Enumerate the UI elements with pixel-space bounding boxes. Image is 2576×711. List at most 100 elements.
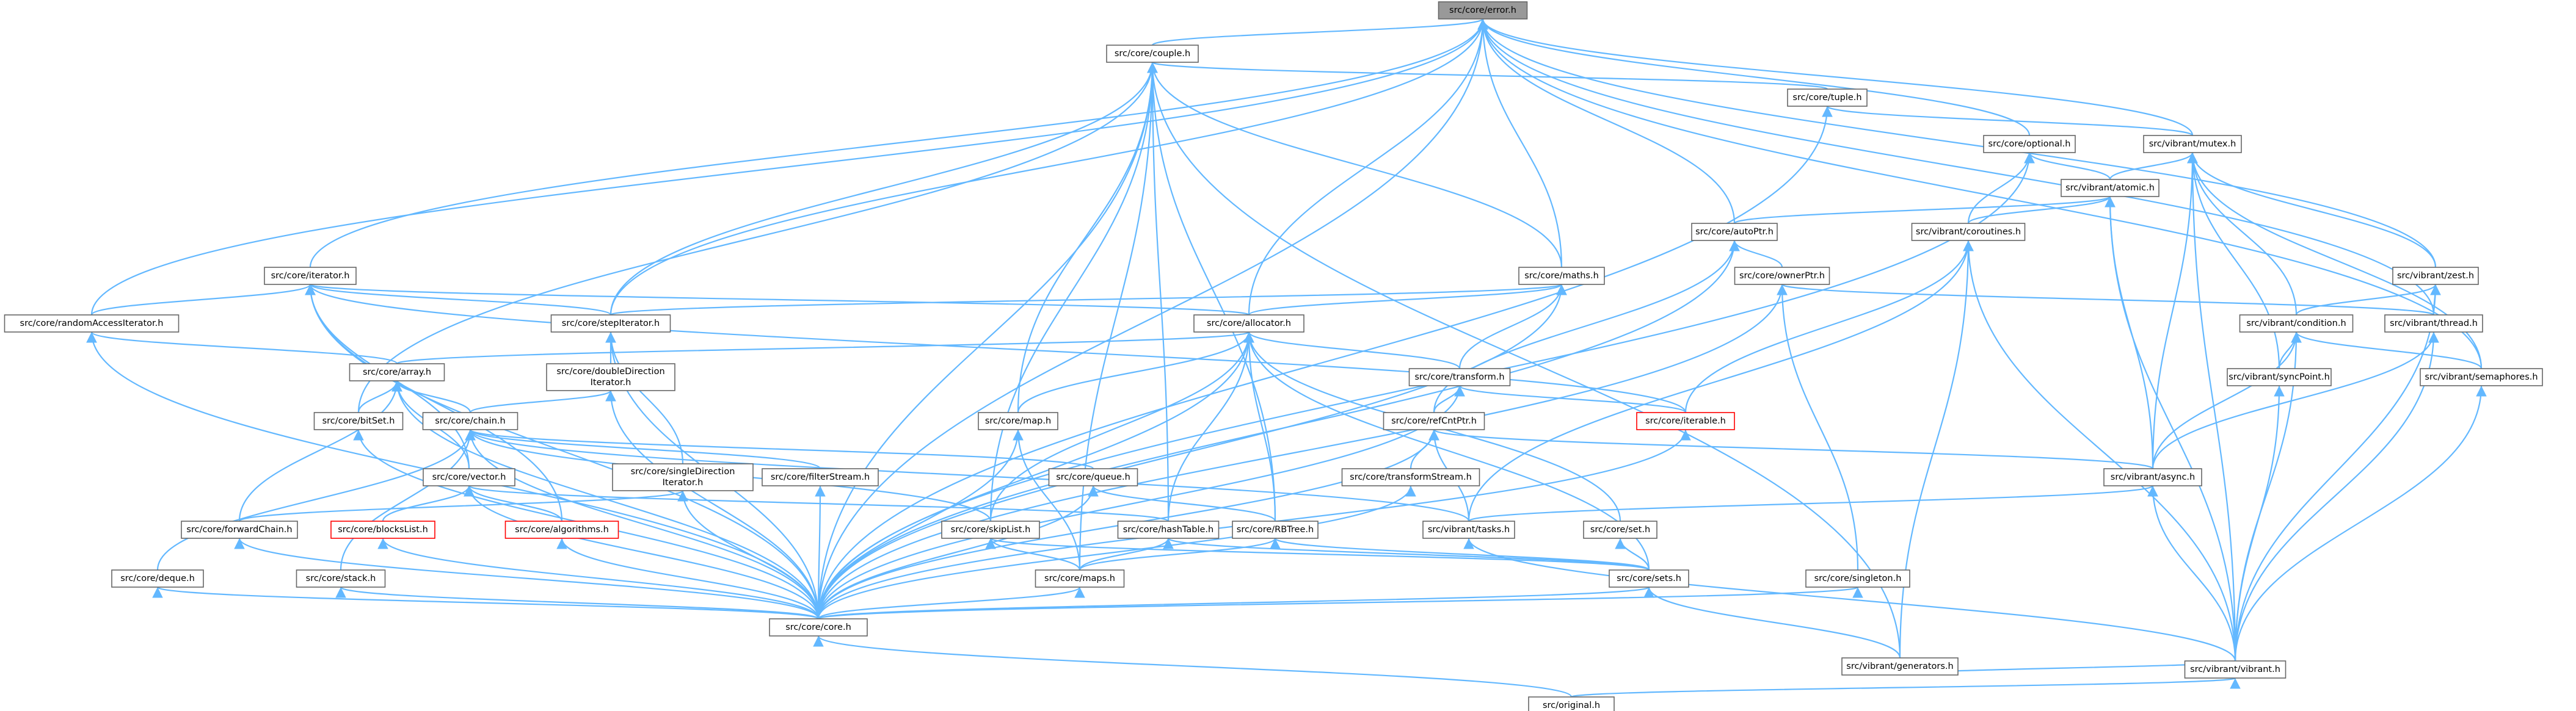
edge-bitSet-to-array: [357, 380, 402, 413]
edge-stack-to-chain: [340, 429, 476, 571]
node-maps[interactable]: src/core/maps.h: [1035, 569, 1125, 588]
edge-iterable-to-coroutines: [1684, 240, 1974, 413]
node-box-vthread: [2384, 314, 2483, 333]
edge-hashTable-to-allocator: [1167, 331, 1254, 522]
node-original[interactable]: src/original.h: [1528, 696, 1615, 711]
node-label-stepIter: src/core/stepIterator.h: [562, 319, 660, 328]
edge-tasks-to-async: [1468, 485, 2158, 522]
node-couple[interactable]: src/core/couple.h: [1106, 45, 1199, 63]
edge-condition-to-mutex: [2187, 152, 2298, 316]
node-chain[interactable]: src/core/chain.h: [422, 412, 518, 430]
node-mutex[interactable]: src/vibrant/mutex.h: [2143, 135, 2242, 153]
edge-ownerPtr-to-autoPtr: [1729, 240, 1783, 268]
node-box-tuple: [1787, 88, 1868, 107]
node-iterable[interactable]: src/core/iterable.h: [1636, 412, 1735, 430]
node-box-autoPtr: [1691, 223, 1778, 241]
node-queue[interactable]: src/core/queue.h: [1048, 468, 1138, 486]
node-condition[interactable]: src/vibrant/condition.h: [2239, 314, 2354, 333]
node-label-error: src/core/error.h: [1449, 5, 1516, 15]
node-filterStream[interactable]: src/core/filterStream.h: [762, 468, 879, 486]
edge-coreh-to-maths: [817, 284, 1567, 619]
node-box-rbtree: [1232, 521, 1319, 539]
node-tStream[interactable]: src/core/transformStream.h: [1341, 468, 1480, 486]
node-rbtree[interactable]: src/core/RBTree.h: [1232, 521, 1319, 539]
node-vibrant[interactable]: src/vibrant/vibrant.h: [2184, 660, 2287, 679]
edge-deque-to-chain: [156, 429, 476, 571]
node-zest[interactable]: src/vibrant/zest.h: [2392, 267, 2479, 285]
node-tasks[interactable]: src/vibrant/tasks.h: [1422, 521, 1515, 539]
node-box-sdIter: [612, 463, 754, 491]
node-vector[interactable]: src/core/vector.h: [423, 468, 515, 486]
edge-vibrant-to-mutex: [2187, 152, 2236, 662]
node-label-tasks: src/vibrant/tasks.h: [1428, 525, 1510, 535]
node-box-bitSet: [313, 412, 404, 430]
node-semaphores[interactable]: src/vibrant/semaphores.h: [2420, 368, 2543, 386]
node-box-condition: [2239, 314, 2354, 333]
edge-tuple-to-couple: [1148, 61, 1828, 90]
node-label-iterator: src/core/iterator.h: [271, 271, 350, 281]
edge-vibrant-to-async: [2147, 485, 2236, 662]
node-atomic[interactable]: src/vibrant/atomic.h: [2061, 179, 2159, 197]
node-deque[interactable]: src/core/deque.h: [111, 569, 204, 588]
edge-vibrant-to-syncPoint: [2234, 385, 2285, 662]
node-blocksList[interactable]: src/core/blocksList.h: [330, 521, 435, 539]
node-allocator[interactable]: src/core/allocator.h: [1193, 314, 1304, 333]
node-raiter[interactable]: src/core/randomAccessIterator.h: [4, 314, 180, 333]
edge-atomic-to-mutex: [2109, 152, 2198, 180]
node-refCntPtr[interactable]: src/core/refCntPtr.h: [1383, 412, 1485, 430]
node-label-couple: src/core/couple.h: [1115, 49, 1190, 59]
node-set[interactable]: src/core/set.h: [1583, 521, 1657, 539]
node-tuple[interactable]: src/core/tuple.h: [1787, 88, 1868, 107]
node-layer: src/core/error.h src/core/couple.h src/cor…: [4, 1, 2543, 711]
node-map[interactable]: src/core/map.h: [978, 412, 1058, 430]
node-generators[interactable]: src/vibrant/generators.h: [1841, 657, 1959, 676]
edge-couple-to-error: [1151, 18, 1488, 46]
node-bitSet[interactable]: src/core/bitSet.h: [313, 412, 404, 430]
node-transform[interactable]: src/core/transform.h: [1408, 368, 1511, 386]
edge-async-to-mutex: [2152, 152, 2198, 469]
node-box-map: [978, 412, 1058, 430]
node-label-bitSet: src/core/bitSet.h: [322, 416, 395, 426]
edge-coreh-to-transform: [817, 385, 1465, 619]
node-error[interactable]: src/core/error.h: [1438, 1, 1528, 20]
node-label-deque: src/core/deque.h: [120, 574, 195, 583]
node-box-atomic: [2061, 179, 2159, 197]
node-ownerPtr[interactable]: src/core/ownerPtr.h: [1734, 267, 1830, 285]
edge-autoPtr-to-atomic: [1733, 195, 2116, 225]
node-hashTable[interactable]: src/core/hashTable.h: [1117, 521, 1220, 539]
node-algorithms[interactable]: src/core/algorithms.h: [504, 521, 619, 539]
node-label-array: src/core/array.h: [363, 367, 431, 377]
node-iterator[interactable]: src/core/iterator.h: [264, 267, 357, 285]
node-vthread[interactable]: src/vibrant/thread.h: [2384, 314, 2483, 333]
node-label-tStream: src/core/transformStream.h: [1350, 472, 1472, 482]
node-box-syncPoint: [2227, 368, 2332, 386]
node-singleton[interactable]: src/core/singleton.h: [1805, 569, 1910, 588]
node-stepIter[interactable]: src/core/stepIterator.h: [550, 314, 671, 333]
node-label-coroutines: src/vibrant/coroutines.h: [1916, 227, 2021, 237]
node-label-chain: src/core/chain.h: [435, 416, 505, 426]
edge-singleton-to-ownerPtr: [1777, 284, 1859, 571]
edge-raiter-to-error: [90, 18, 1488, 316]
node-async[interactable]: src/vibrant/async.h: [2103, 468, 2202, 486]
node-maths[interactable]: src/core/maths.h: [1518, 267, 1605, 285]
node-box-tStream: [1341, 468, 1480, 486]
edge-coreh-to-queue: [817, 485, 1099, 619]
node-box-couple: [1106, 45, 1199, 63]
node-skipList[interactable]: src/core/skipList.h: [941, 521, 1040, 539]
edge-fwdChain-to-sdIter: [238, 489, 688, 522]
node-fwdChain[interactable]: src/core/forwardChain.h: [181, 521, 298, 539]
node-label-original: src/original.h: [1543, 701, 1600, 710]
node-array[interactable]: src/core/array.h: [349, 363, 445, 381]
node-optional[interactable]: src/core/optional.h: [1983, 135, 2076, 153]
node-label-vector: src/core/vector.h: [432, 472, 506, 482]
node-coroutines[interactable]: src/vibrant/coroutines.h: [1911, 223, 2026, 241]
node-syncPoint[interactable]: src/vibrant/syncPoint.h: [2227, 368, 2332, 386]
node-sets[interactable]: src/core/sets.h: [1609, 569, 1689, 588]
node-stack[interactable]: src/core/stack.h: [296, 569, 386, 588]
edge-vibrant-to-atomic: [2105, 196, 2236, 662]
node-autoPtr[interactable]: src/core/autoPtr.h: [1691, 223, 1778, 241]
edge-array-to-allocator: [396, 331, 1254, 365]
node-coreh[interactable]: src/core/core.h: [769, 618, 868, 637]
